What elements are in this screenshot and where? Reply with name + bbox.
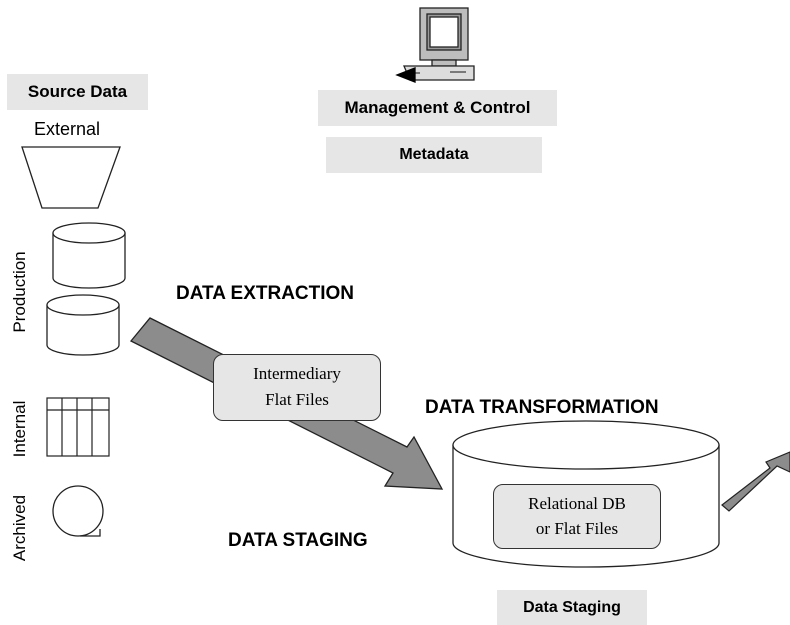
relational-line1: Relational DB (528, 494, 626, 513)
archived-label: Archived (10, 494, 29, 562)
computer-icon (395, 7, 475, 83)
production-label: Production (10, 251, 29, 333)
data-transformation-label: DATA TRANSFORMATION (425, 397, 659, 418)
grid-icon (46, 397, 110, 457)
data-extraction-label: DATA EXTRACTION (176, 283, 355, 304)
tape-reel-icon (52, 485, 104, 537)
internal-label: Internal (10, 400, 29, 458)
metadata-label: Metadata (326, 137, 542, 173)
intermediary-line1: Intermediary (253, 364, 341, 383)
intermediary-line2: Flat Files (265, 390, 329, 409)
relational-line2: or Flat Files (535, 519, 619, 538)
funnel-icon (21, 146, 121, 209)
cylinder-icon (46, 294, 120, 356)
intermediary-flat-files-box: Intermediary Flat Files (213, 354, 381, 421)
output-arrow (721, 451, 790, 512)
relational-db-box: Relational DB or Flat Files (493, 484, 661, 549)
source-data-label: Source Data (7, 74, 148, 110)
management-control-label: Management & Control (318, 90, 557, 126)
data-staging-caption: DATA STAGING (228, 530, 368, 551)
data-staging-label: Data Staging (497, 590, 647, 625)
external-label: External (34, 119, 101, 139)
cylinder-icon (52, 222, 126, 289)
